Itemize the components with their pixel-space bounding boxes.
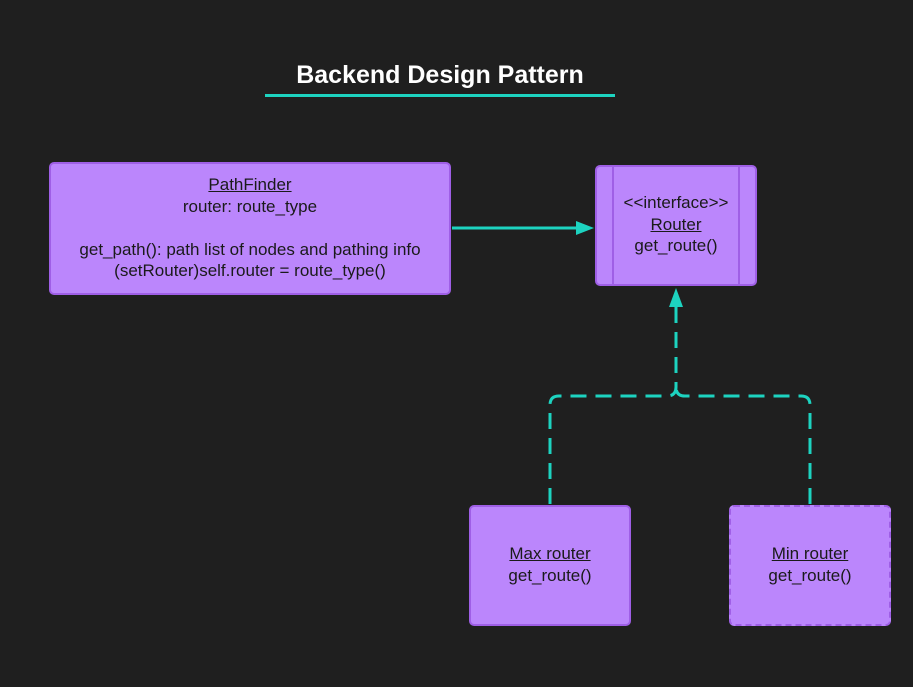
router-left-divider: [612, 167, 614, 284]
min-router-class-box[interactable]: Min router get_route(): [729, 505, 891, 626]
pathfinder-spacer: [51, 217, 449, 239]
diagram-title: Backend Design Pattern: [296, 61, 584, 89]
pathfinder-attribute: router: route_type: [182, 196, 318, 216]
min-router-method-get-route: get_route(): [768, 565, 852, 585]
realization-path-max-router: [548, 306, 678, 504]
max-router-class-name: Max router: [509, 544, 591, 563]
router-interface-box[interactable]: <<interface>> Router get_route(): [595, 165, 757, 286]
realization-path-min-router: [674, 386, 812, 504]
max-router-method-get-route: get_route(): [508, 565, 592, 585]
router-right-divider: [738, 167, 740, 284]
pathfinder-class-box[interactable]: PathFinder router: route_type get_path()…: [49, 162, 451, 295]
pathfinder-class-name: PathFinder: [208, 175, 292, 194]
router-method-get-route: get_route(): [634, 236, 718, 255]
pathfinder-method-get-path: get_path(): path list of nodes and pathi…: [79, 239, 421, 259]
max-router-class-box[interactable]: Max router get_route(): [469, 505, 631, 626]
pathfinder-method-set-router: (setRouter)self.router = route_type(): [114, 261, 386, 280]
router-stereotype: <<interface>>: [623, 193, 729, 212]
router-interface-name: Router: [650, 214, 702, 234]
min-router-class-name: Min router: [771, 544, 849, 563]
realization-arrowhead: [669, 288, 683, 307]
title-underline: [265, 94, 615, 97]
association-arrowhead: [576, 221, 594, 235]
